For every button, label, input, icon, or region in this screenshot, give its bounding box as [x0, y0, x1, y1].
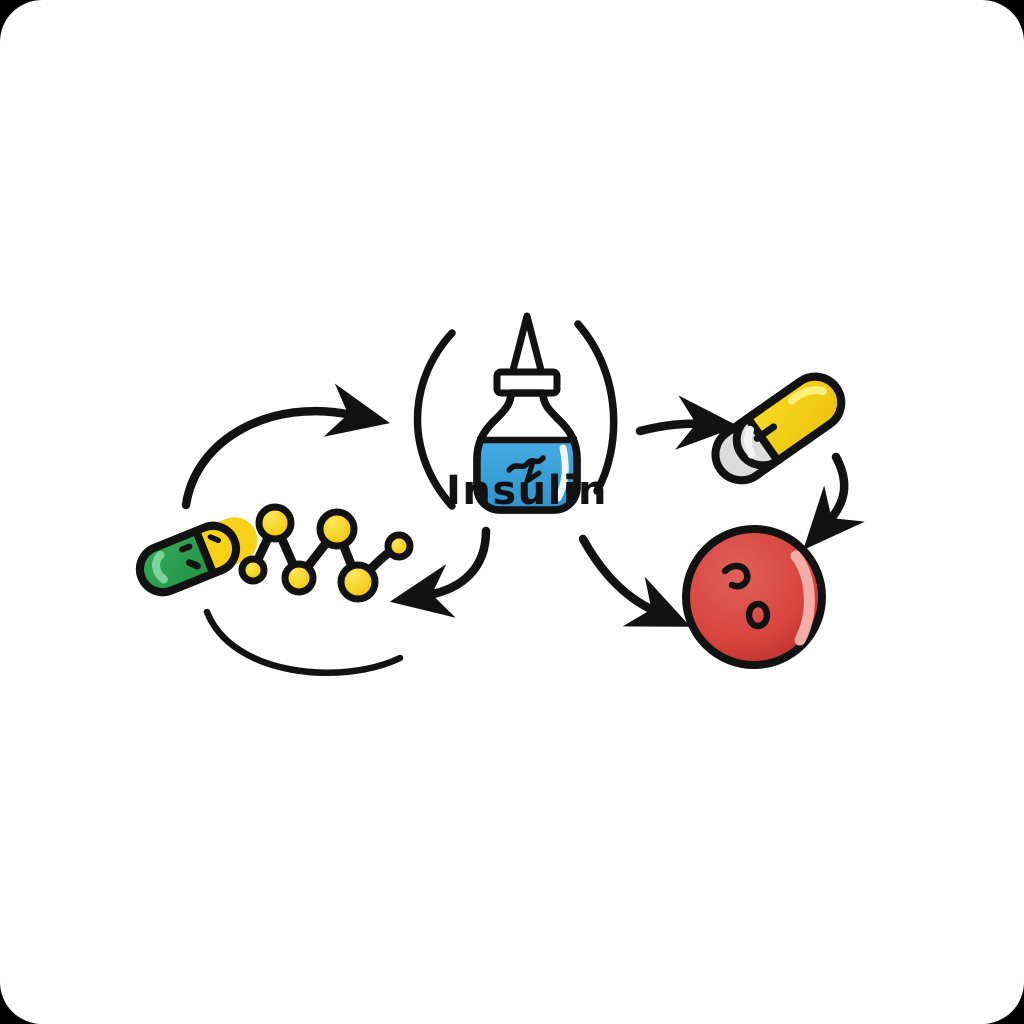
- arrow-insulin-to-cell-icon: [578, 534, 691, 627]
- arrow-insulin-to-yellow-capsule-icon: [635, 395, 739, 450]
- molecule-chain-icon: [238, 503, 414, 603]
- capsule-pill-icon: [711, 372, 846, 485]
- arrow-insulin-to-molecule-icon: [389, 526, 491, 618]
- page-title: Insulin: [446, 468, 608, 514]
- capsule-pill-green-icon: [135, 517, 258, 597]
- bracket-left-icon: [413, 329, 456, 510]
- blood-cell-icon: [682, 525, 826, 669]
- arrow-capsule-to-insulin-icon: [181, 383, 391, 510]
- bracket-right-icon: [574, 320, 618, 495]
- dropper-bottle-icon: [473, 312, 581, 514]
- arrow-yellow-capsule-to-cell-icon: [803, 452, 865, 551]
- arc-bottom-loop-icon: [203, 608, 404, 676]
